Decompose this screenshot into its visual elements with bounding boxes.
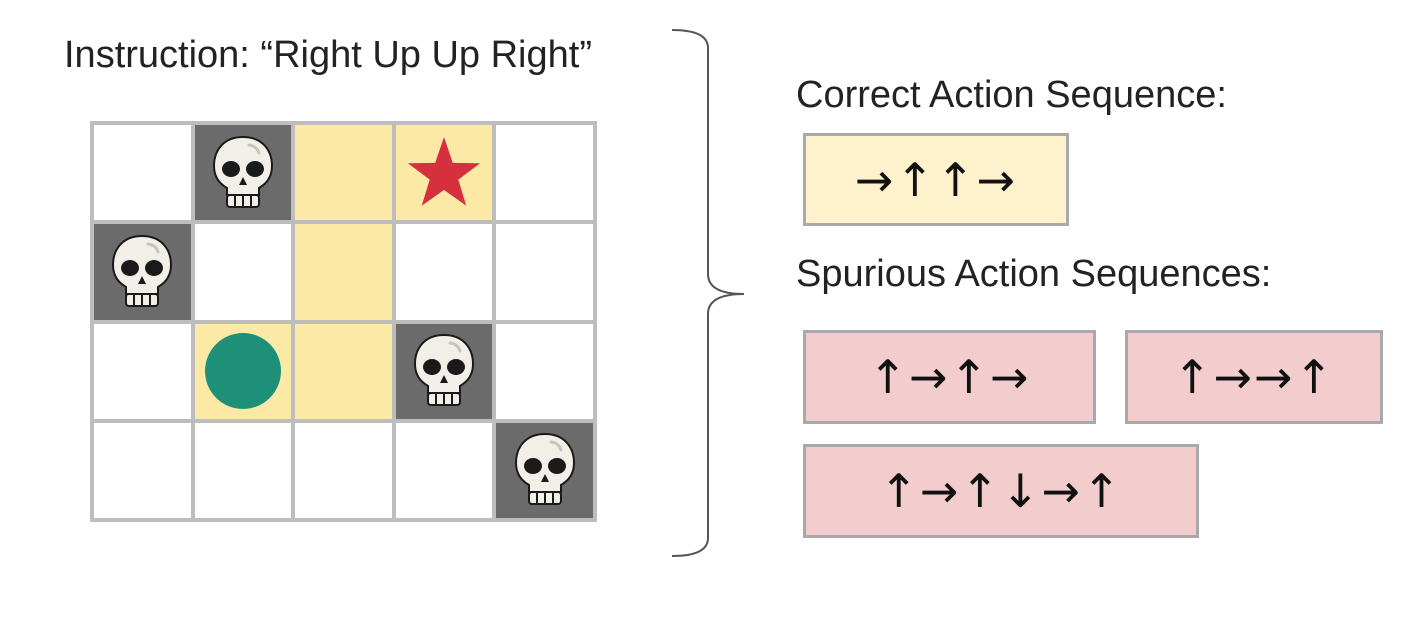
grid-cell-r3c5 bbox=[496, 323, 593, 419]
correct-heading: Correct Action Sequence: bbox=[796, 74, 1227, 116]
circle-agent-icon bbox=[203, 331, 283, 411]
grid-cell-r4c5 bbox=[496, 422, 593, 518]
skull-icon bbox=[108, 232, 176, 312]
grid-cell-r2c5 bbox=[496, 224, 593, 320]
grid-cell-r4c3 bbox=[295, 422, 392, 518]
grid-cell-r2c2 bbox=[194, 224, 292, 320]
instruction-text: Instruction: “Right Up Up Right” bbox=[64, 34, 592, 76]
spurious-heading: Spurious Action Sequences: bbox=[796, 253, 1272, 295]
grid-cell-r2c1 bbox=[94, 224, 191, 320]
grid-cell-r1c2 bbox=[194, 125, 292, 221]
spurious-sequence-box: ↑→→↑ bbox=[1125, 330, 1383, 424]
gridworld bbox=[90, 121, 597, 522]
grid-cell-r1c5 bbox=[496, 125, 593, 221]
spurious-sequence-box: ↑→↑↓→↑ bbox=[803, 444, 1199, 538]
grid-cell-r3c3 bbox=[295, 323, 392, 419]
skull-icon bbox=[410, 331, 478, 411]
grid-cell-r3c4 bbox=[395, 323, 493, 419]
grid-cell-r3c2 bbox=[194, 323, 292, 419]
skull-icon bbox=[511, 430, 579, 510]
curly-brace bbox=[671, 29, 745, 557]
grid-cell-r4c2 bbox=[194, 422, 292, 518]
grid-cell-r2c3 bbox=[295, 224, 392, 320]
grid-cell-r2c4 bbox=[395, 224, 493, 320]
skull-icon bbox=[209, 133, 277, 213]
grid-cell-r1c1 bbox=[94, 125, 191, 221]
grid-cell-r3c1 bbox=[94, 323, 191, 419]
correct-sequence-box: →↑↑→ bbox=[803, 133, 1069, 226]
grid-cell-r4c1 bbox=[94, 422, 191, 518]
grid-cell-r1c4 bbox=[395, 125, 493, 221]
grid-cell-r4c4 bbox=[395, 422, 493, 518]
star-icon bbox=[404, 133, 484, 213]
grid-cell-r1c3 bbox=[295, 125, 392, 221]
spurious-sequence-box: ↑→↑→ bbox=[803, 330, 1096, 424]
